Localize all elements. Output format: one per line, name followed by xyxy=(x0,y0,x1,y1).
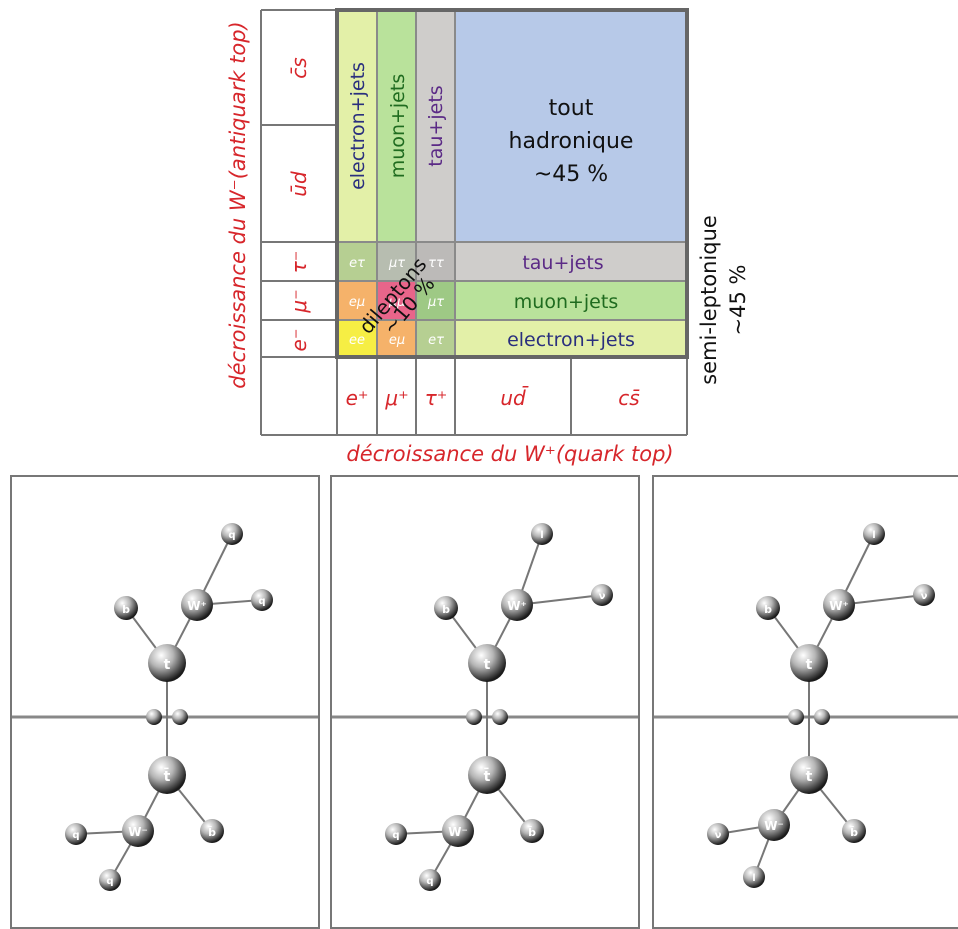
label-etau-col: eτ xyxy=(428,333,444,348)
w-plus-label: W⁺ xyxy=(829,599,849,613)
muon-jets-vertical-label: muon+jets xyxy=(387,74,409,178)
bbar-label: b̄ xyxy=(528,826,536,839)
decay-channel-diagram: electron+jets muon+jets tau+jets tout ha… xyxy=(226,8,750,466)
w-plus-label: W⁺ xyxy=(507,599,527,613)
b-label: b xyxy=(442,603,450,616)
event-panel-semi-leptonic: t W⁺ b l ν t̄ W⁻ b̄ q q xyxy=(330,475,640,929)
tau-jets-vertical-label: tau+jets xyxy=(425,85,447,166)
cell-etau-row xyxy=(337,242,377,281)
label-tautau: ττ xyxy=(428,256,444,271)
top-product-1: l xyxy=(540,530,543,541)
cell-hadronic xyxy=(455,10,687,242)
electron-jets-horizontal-label: electron+jets xyxy=(507,329,635,351)
row-label-e: e⁻ xyxy=(287,329,311,352)
row-label-tau: τ⁻ xyxy=(287,251,311,274)
cell-muon-jets-col xyxy=(377,10,416,242)
row-label-cs: c̄s xyxy=(287,57,311,78)
right-axis-value: ~45 % xyxy=(726,265,750,336)
bbar-label: b̄ xyxy=(208,826,216,839)
left-axis-label: décroissance du W⁻(antiquark top) xyxy=(226,21,250,389)
bottom-product-1: ν xyxy=(715,830,722,841)
col-label-e: e⁺ xyxy=(346,386,369,410)
cell-tautau xyxy=(416,242,455,281)
grid-lines xyxy=(260,9,688,436)
cell-ee xyxy=(337,320,377,357)
cell-emu-row xyxy=(337,281,377,320)
top-quark-label: t xyxy=(164,657,171,673)
w-plus-label: W⁺ xyxy=(187,599,207,613)
cell-tau-jets-col xyxy=(416,10,455,242)
top-product-1: q xyxy=(228,530,235,541)
top-product-1: l xyxy=(872,530,875,541)
cell-electron-jets-row xyxy=(455,320,687,357)
cell-mutau-row xyxy=(377,242,416,281)
label-emu-row: eμ xyxy=(349,295,365,310)
top-product-2: ν xyxy=(599,591,606,602)
hadronic-line2: hadronique xyxy=(509,129,634,154)
muon-jets-horizontal-label: muon+jets xyxy=(514,291,618,313)
antitop-label: t̄ xyxy=(806,766,813,785)
label-mutau-row: μτ xyxy=(388,256,405,271)
bottom-product-2: l xyxy=(752,873,755,884)
bottom-product-2: q xyxy=(106,876,113,887)
bottom-product-1: q xyxy=(72,830,79,841)
bbar-label: b̄ xyxy=(850,826,858,839)
hadronic-line1: tout xyxy=(549,96,594,121)
col-label-cs: cs̄ xyxy=(618,386,639,410)
bottom-product-1: q xyxy=(392,830,399,841)
b-label: b xyxy=(764,603,772,616)
label-emu-col: eμ xyxy=(389,333,405,348)
b-label: b xyxy=(122,603,130,616)
hadronic-value: ~45 % xyxy=(534,162,608,187)
w-minus-label: W⁻ xyxy=(128,825,148,839)
tau-jets-horizontal-label: tau+jets xyxy=(522,252,603,274)
cell-electron-jets-col xyxy=(337,10,377,242)
inner-grid xyxy=(337,10,687,357)
cell-etau-col xyxy=(416,320,455,357)
w-minus-label: W⁻ xyxy=(764,819,784,833)
cell-mutau-col xyxy=(416,281,455,320)
cell-tau-jets-row xyxy=(455,242,687,281)
bottom-axis-label: décroissance du W⁺(quark top) xyxy=(346,442,673,466)
label-etau-row: eτ xyxy=(349,256,365,271)
matrix-border xyxy=(335,8,689,359)
cell-muon-jets-row xyxy=(455,281,687,320)
electron-jets-vertical-label: electron+jets xyxy=(347,62,369,190)
col-label-tau: τ⁺ xyxy=(425,386,448,410)
top-quark-label: t xyxy=(484,657,491,673)
col-label-mu: μ⁺ xyxy=(384,386,408,410)
bottom-product-2: q xyxy=(426,876,433,887)
top-product-2: ν xyxy=(921,591,928,602)
top-quark-label: t xyxy=(806,657,813,673)
right-axis-label: semi-leptonique xyxy=(697,215,721,385)
event-diagram: t W⁺ b l ν t̄ W⁻ b̄ q q xyxy=(332,523,638,891)
row-label-ud: ūd xyxy=(287,171,311,197)
label-mutau-col: μτ xyxy=(427,295,444,310)
label-mumu: μμ xyxy=(388,295,406,310)
antitop-label: t̄ xyxy=(164,766,171,785)
row-label-mu: μ⁻ xyxy=(287,289,311,313)
cell-mumu xyxy=(377,281,416,320)
event-diagram: t W⁺ b l ν t̄ W⁻ b̄ ν l xyxy=(654,523,958,888)
top-product-2: q xyxy=(258,596,265,607)
col-label-ud: ud̄ xyxy=(500,385,528,410)
label-ee: ee xyxy=(349,333,365,348)
event-panel-dileptonic: t W⁺ b l ν t̄ W⁻ b̄ ν l xyxy=(652,475,958,929)
event-panel-all-hadronic: t W⁺ b q q t̄ W⁻ b̄ q q xyxy=(10,475,320,929)
w-minus-label: W⁻ xyxy=(448,825,468,839)
cell-emu-col xyxy=(377,320,416,357)
event-diagram: t W⁺ b q q t̄ W⁻ b̄ q q xyxy=(12,523,318,891)
antitop-label: t̄ xyxy=(484,766,491,785)
